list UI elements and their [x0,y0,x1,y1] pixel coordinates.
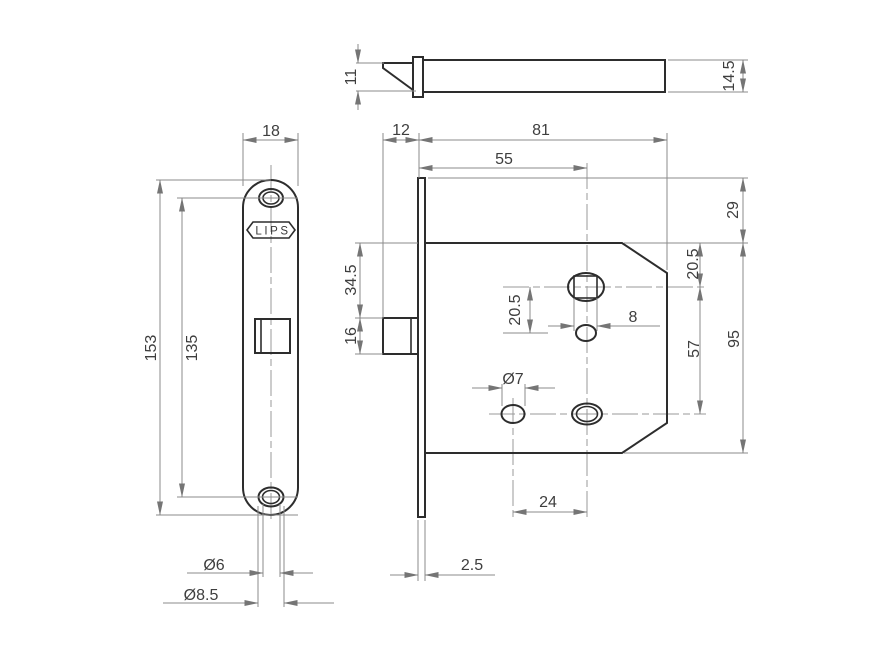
latch-bolt-side [382,317,419,355]
dim-case-top-to-spindle: 20.5 [685,242,703,288]
dim-bolt-height: 16 [343,317,363,355]
case-top-outline [422,59,666,93]
top-view: 11 14.5 [343,44,748,110]
dim-faceplate-top-to-case-label: 29 [725,201,742,219]
latch-bolt-bevel-top [382,62,414,91]
dim-screw-hole-spacing: 135 [179,197,201,498]
faceplate-side [417,177,426,518]
fixing-hole [500,404,526,424]
dim-faceplate-top-to-case: 29 [725,177,746,244]
case-side-view: 12 81 55 29 20.5 57 95 [343,122,748,581]
dim-case-depth-label: 81 [532,122,550,139]
dim-case-height: 95 [726,242,746,454]
dim-bolt-protrusion: 12 [382,122,420,143]
dim-fixing-hole-dia: Ø7 [472,371,555,391]
dim-bolt-width-label: 11 [343,69,360,86]
brand-badge: LIPS [246,221,296,239]
dim-faceplate-width: 18 [242,123,299,143]
dim-lower-hole-spacing: 24 [512,494,588,515]
dim-screw-hole-dia-label: Ø6 [203,557,224,574]
lower-bushed-hole-inner [575,405,599,423]
dim-case-height-label: 95 [726,330,743,348]
dim-screw-hole-dia: Ø6 [187,557,313,576]
dim-case-thickness: 14.5 [721,59,746,93]
dim-backset-label: 55 [495,151,513,168]
dim-case-thickness-label: 14.5 [721,60,738,91]
faceplate-front-view: LIPS 18 153 135 Ø6 [143,123,334,607]
dim-faceplate-length: 153 [143,179,163,516]
dim-case-top-to-spindle-label: 20.5 [685,248,702,279]
dim-case-depth: 81 [418,122,668,143]
dim-screw-head-dia: Ø8.5 [163,587,334,606]
case-outline [425,242,668,454]
faceplate-top-outline [412,56,424,98]
dim-backset: 55 [418,151,588,171]
dim-bolt-protrusion-label: 12 [392,122,410,139]
spindle-hole [567,272,605,302]
dim-spindle-to-small-hole: 20.5 [507,286,533,334]
dim-case-top-to-bolt: 34.5 [343,242,363,319]
dim-spindle-to-lower-holes-label: 57 [686,340,703,358]
dim-spindle-square-label: 8 [629,309,638,326]
dim-spindle-to-lower-holes: 57 [686,286,703,415]
dim-case-top-to-bolt-label: 34.5 [343,264,360,295]
dim-fixing-hole-dia-label: Ø7 [502,371,523,388]
dim-faceplate-thickness-label: 2.5 [461,557,483,574]
dim-faceplate-length-label: 153 [143,335,160,362]
dim-spindle-to-small-hole-label: 20.5 [507,294,524,325]
lower-bushed-hole [571,402,603,426]
dim-screw-hole-spacing-label: 135 [184,335,201,362]
small-hole [575,324,597,342]
dim-faceplate-thickness: 2.5 [390,557,495,578]
latch-bolt-front [254,318,291,354]
dim-spindle-square: 8 [548,309,660,329]
dim-bolt-width: 11 [343,44,361,110]
brand-badge-outline [246,221,296,239]
dim-lower-hole-spacing-label: 24 [539,494,557,511]
dim-bolt-height-label: 16 [343,327,360,345]
brand-badge-label: LIPS [255,226,290,238]
dim-screw-head-dia-label: Ø8.5 [184,587,219,604]
dim-faceplate-width-label: 18 [262,123,280,140]
spindle-square-hole [573,275,598,299]
